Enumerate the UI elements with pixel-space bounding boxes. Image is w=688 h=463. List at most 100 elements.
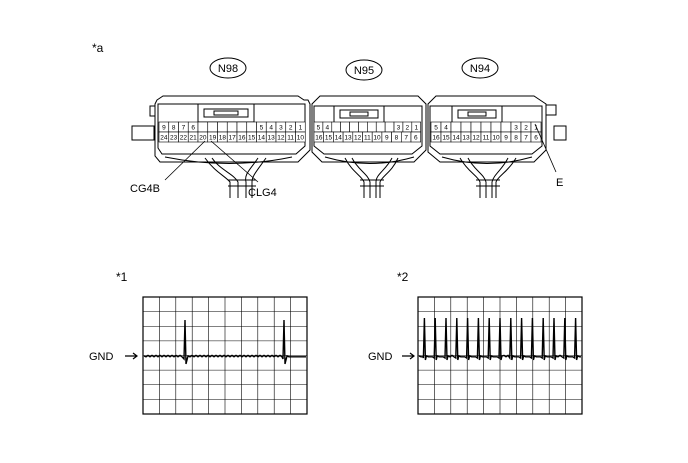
pin-number: 16 [238, 135, 246, 142]
pin-number: 7 [182, 125, 186, 132]
pin-number: 9 [504, 135, 508, 142]
connector-label-n95: N95 [354, 65, 374, 77]
panel-a-mark: *a [92, 41, 104, 55]
pin-cell [490, 121, 502, 133]
pin-number: 11 [364, 135, 371, 142]
pin-cell [217, 121, 228, 133]
pin-number: 4 [269, 125, 273, 132]
pin-number: 13 [268, 135, 276, 142]
pin-number: 14 [452, 135, 460, 142]
pin-number: 4 [444, 125, 448, 132]
pin-number: 17 [229, 135, 237, 142]
connector-locks [197, 103, 503, 125]
terminal-e: E [556, 177, 563, 189]
pin-cell [246, 121, 257, 133]
waveform-2-mark: *2 [397, 270, 409, 284]
connector-label-n98: N98 [218, 63, 238, 75]
pin-number: 24 [160, 135, 168, 142]
waveform-1-mark: *1 [116, 270, 128, 284]
pin-number: 5 [317, 125, 321, 132]
pin-number: 18 [219, 135, 227, 142]
pin-cell [450, 121, 462, 133]
pin-number: 5 [260, 125, 264, 132]
waveform-2-gnd-label: GND [368, 351, 393, 363]
pin-cell [207, 121, 218, 133]
pin-cell [358, 121, 368, 133]
pin-number: 11 [483, 135, 490, 142]
pin-number: 13 [344, 135, 352, 142]
pin-cell [460, 121, 472, 133]
connector-label-n94: N94 [470, 63, 490, 75]
pin-number: 6 [414, 135, 418, 142]
pin-number: 6 [534, 135, 538, 142]
pin-number: 10 [373, 135, 381, 142]
pin-number: 15 [442, 135, 450, 142]
pin-cell [410, 131, 421, 143]
waveform-1-gnd-label: GND [89, 351, 114, 363]
pin-number: 16 [432, 135, 440, 142]
pin-cell [236, 121, 248, 133]
waveform-2-screen [417, 296, 583, 415]
terminal-clg4: CLG4 [248, 187, 277, 199]
waveform-1-screen [142, 296, 308, 415]
waveform-1-trace [143, 319, 306, 365]
pin-number: 14 [335, 135, 343, 142]
pin-number: 8 [514, 135, 518, 142]
pin-number: 3 [514, 125, 518, 132]
terminal-cg4b: CG4B [130, 183, 160, 195]
pin-cell [470, 121, 482, 133]
pin-cell [500, 121, 512, 133]
pin-number: 8 [172, 125, 176, 132]
pin-number: 12 [354, 135, 362, 142]
terminal-callouts [164, 123, 557, 183]
pin-number: 19 [209, 135, 217, 142]
pin-number: 2 [289, 125, 293, 132]
connector-assembly [131, 95, 567, 198]
pin-number: 7 [404, 135, 408, 142]
pin-number: 6 [191, 125, 195, 132]
pin-number: 3 [279, 125, 283, 132]
pin-number: 1 [414, 125, 418, 132]
pin-number: 10 [297, 135, 305, 142]
pin-number: 3 [397, 125, 401, 132]
pin-number: 1 [534, 125, 538, 132]
pin-number: 2 [524, 125, 528, 132]
pin-number: 21 [190, 135, 198, 142]
pin-number: 7 [524, 135, 528, 142]
gnd-arrow-2 [402, 352, 415, 360]
pin-number: 13 [462, 135, 470, 142]
pin-number: 23 [170, 135, 178, 142]
pin-cell [226, 121, 238, 133]
pin-number: 12 [472, 135, 480, 142]
connector-labels: N98 N95 N94 [209, 57, 499, 81]
pin-number: 12 [277, 135, 285, 142]
pin-number: 5 [434, 125, 438, 132]
pin-cell [384, 121, 395, 133]
pin-cell [197, 121, 209, 133]
pin-number: 2 [406, 125, 410, 132]
pin-cell [340, 121, 350, 133]
pin-cell [349, 121, 359, 133]
pin-number: 15 [325, 135, 333, 142]
pin-cell [295, 131, 306, 143]
pin-number: 14 [258, 135, 266, 142]
pin-number: 11 [287, 135, 294, 142]
pin-number: 4 [326, 125, 330, 132]
pin-number: 9 [162, 125, 166, 132]
wire-harness [204, 157, 517, 198]
pin-number: 8 [395, 135, 399, 142]
pin-number: 1 [299, 125, 303, 132]
pin-cell [375, 121, 386, 133]
pin-number: 9 [385, 135, 389, 142]
waveform-2-trace [418, 317, 581, 361]
pin-number: 16 [315, 135, 323, 142]
pin-number: 20 [199, 135, 207, 142]
pin-number: 15 [248, 135, 256, 142]
pin-cell [480, 121, 492, 133]
pin-number: 10 [492, 135, 500, 142]
pin-cell [367, 121, 377, 133]
pin-number: 22 [180, 135, 188, 142]
pin-cell [331, 121, 341, 133]
